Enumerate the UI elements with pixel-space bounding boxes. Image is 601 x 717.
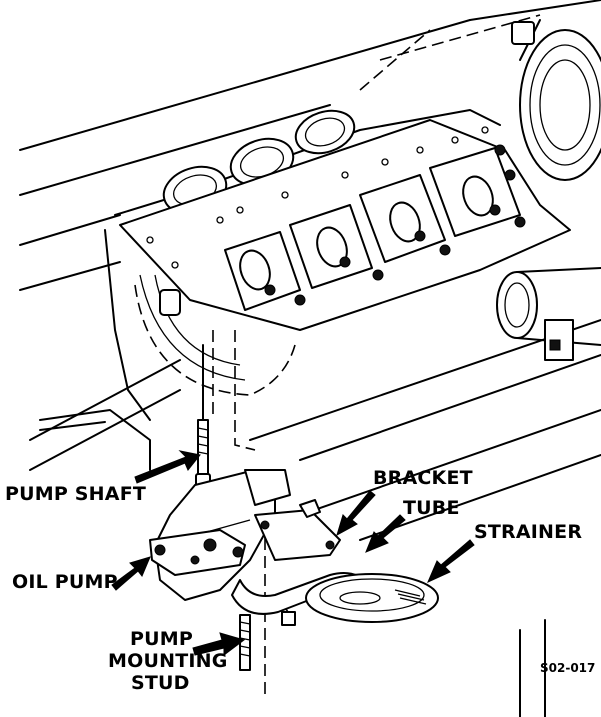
arrow-strainer xyxy=(427,539,475,583)
crank-flange xyxy=(511,19,601,181)
callout-arrows xyxy=(111,450,475,656)
label-bracket: BRACKET xyxy=(373,467,473,489)
strainer xyxy=(305,573,439,623)
label-pump-shaft: PUMP SHAFT xyxy=(5,483,146,505)
arrow-tube xyxy=(365,514,406,553)
cylinder-bores xyxy=(162,109,356,215)
label-stud-line3: STUD xyxy=(131,672,190,694)
figure-code: S02-017 xyxy=(540,661,595,675)
arrow-bracket xyxy=(336,490,376,537)
arrow-oil-pump xyxy=(111,556,151,591)
label-tube: TUBE xyxy=(403,497,460,519)
mounting-stud xyxy=(239,611,296,671)
label-oil-pump: OIL PUMP xyxy=(12,571,118,593)
pump-shaft xyxy=(195,344,211,491)
rail-holes xyxy=(146,126,489,269)
arrow-mounting-stud xyxy=(192,632,246,656)
crankshaft xyxy=(224,144,526,311)
label-stud-line1: PUMP xyxy=(130,628,193,650)
labels: PUMP SHAFT OIL PUMP BRACKET TUBE STRAINE… xyxy=(5,467,595,694)
arrow-pump-shaft xyxy=(134,450,201,484)
flywheel xyxy=(134,274,296,396)
engine-block xyxy=(19,0,601,717)
label-stud-line2: MOUNTING xyxy=(108,650,228,672)
frame-tube xyxy=(496,267,601,361)
oil-pump xyxy=(149,469,341,601)
label-strainer: STRAINER xyxy=(474,521,582,543)
